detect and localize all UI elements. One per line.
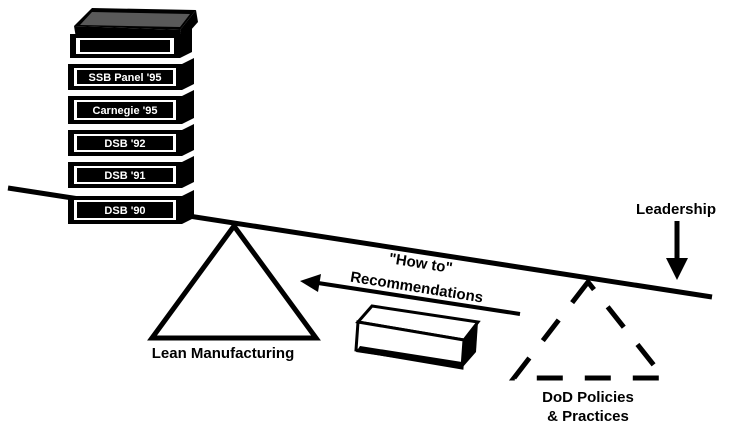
stack-book-4-label: Carnegie '95 [93, 105, 158, 117]
lean-manufacturing-label: Lean Manufacturing [152, 345, 295, 362]
how-to-arrow [300, 274, 521, 316]
dod-practices-label: & Practices [547, 408, 629, 425]
stack-book-7: DSB '90 [68, 190, 194, 224]
stack-book-5: DSB '92 [68, 124, 194, 156]
stack-book-7-label: DSB '90 [104, 205, 145, 217]
leadership-label: Leadership [636, 201, 716, 218]
lean-manufacturing-fulcrum [147, 221, 321, 341]
stack-book-6: DSB '91 [68, 156, 194, 188]
stack-book-6-label: DSB '91 [104, 170, 145, 182]
stack-book-4: Carnegie '95 [68, 90, 194, 124]
dod-policies-label: DoD Policies [542, 389, 634, 406]
stack-book-5-label: DSB '92 [104, 138, 145, 150]
guide-book [354, 304, 481, 370]
report-stack: SSB Panel '95 Carnegie '95 DSB '92 DSB '… [68, 8, 198, 224]
dod-policies-fulcrum [508, 277, 670, 381]
stack-book-3: SSB Panel '95 [68, 58, 194, 90]
stack-book-2 [70, 28, 192, 58]
stack-book-top [74, 8, 198, 40]
leadership-arrow [666, 221, 688, 280]
stack-book-3-label: SSB Panel '95 [89, 72, 162, 84]
recommendations-label: Recommendations [349, 269, 484, 307]
